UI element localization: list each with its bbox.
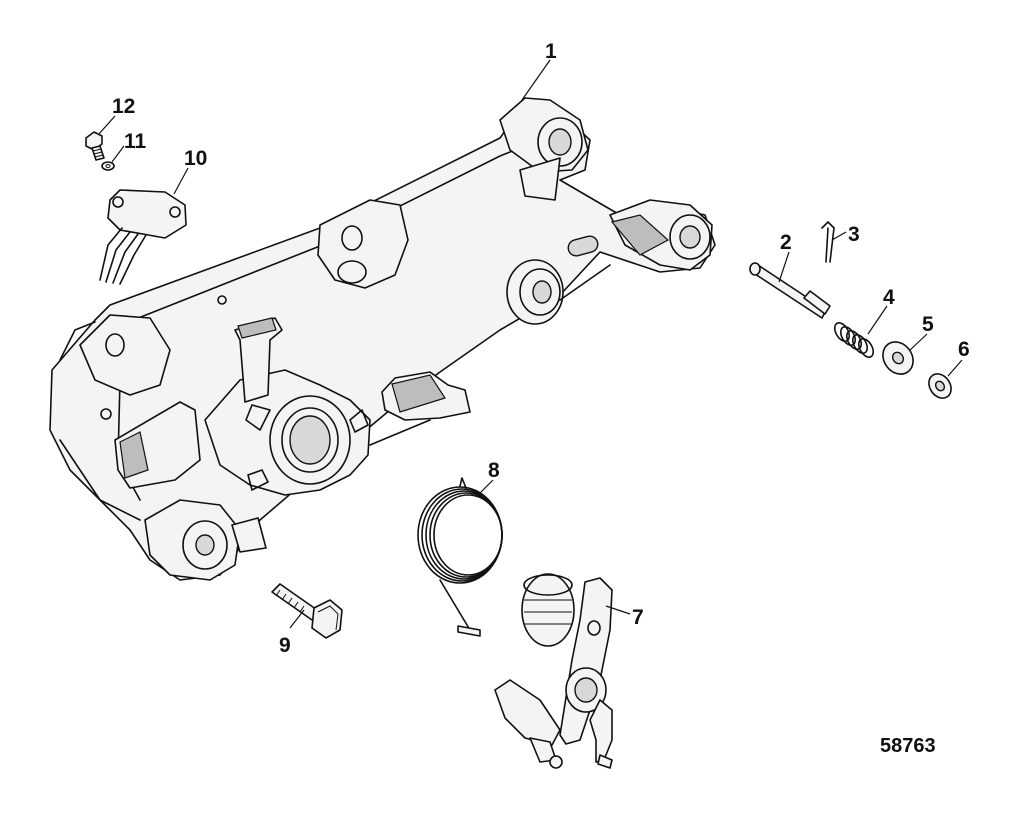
leader-lines xyxy=(97,59,963,629)
washer-small-part xyxy=(101,161,115,171)
figure-reference-number: 58763 xyxy=(880,735,936,757)
leader-10 xyxy=(173,167,189,195)
callout-labels: 1 2 3 4 5 6 7 8 9 10 11 12 xyxy=(112,40,970,657)
callout-2: 2 xyxy=(780,231,792,254)
sensor-part xyxy=(99,189,187,285)
cotter-pin-part xyxy=(821,221,835,263)
callout-4: 4 xyxy=(883,286,895,309)
callout-5: 5 xyxy=(922,313,934,336)
torsion-spring-part xyxy=(417,477,503,637)
washer-large-part xyxy=(882,341,914,375)
callout-7: 7 xyxy=(632,606,644,629)
callout-1: 1 xyxy=(545,40,557,63)
washer-part xyxy=(928,373,952,399)
callout-12: 12 xyxy=(112,95,135,118)
callout-10: 10 xyxy=(184,147,207,170)
screw-part xyxy=(85,131,105,161)
callout-8: 8 xyxy=(488,459,500,482)
leader-4 xyxy=(867,305,888,335)
callout-9: 9 xyxy=(279,634,291,657)
callout-11: 11 xyxy=(124,130,147,153)
leader-7 xyxy=(605,605,631,615)
leader-2 xyxy=(778,251,790,283)
leader-11 xyxy=(111,145,125,163)
leader-6 xyxy=(947,359,963,377)
leader-1 xyxy=(521,59,551,101)
throttle-lever-part xyxy=(494,573,613,769)
callout-3: 3 xyxy=(848,223,860,246)
leader-5 xyxy=(909,333,928,351)
callout-6: 6 xyxy=(958,338,970,361)
leader-8 xyxy=(475,479,494,498)
bolt-part xyxy=(271,583,343,639)
leader-3 xyxy=(831,231,847,241)
leader-9 xyxy=(289,609,305,629)
leader-12 xyxy=(97,115,116,136)
main-bracket-part xyxy=(49,97,716,581)
pin-part xyxy=(749,262,831,319)
spring-part xyxy=(833,322,875,358)
